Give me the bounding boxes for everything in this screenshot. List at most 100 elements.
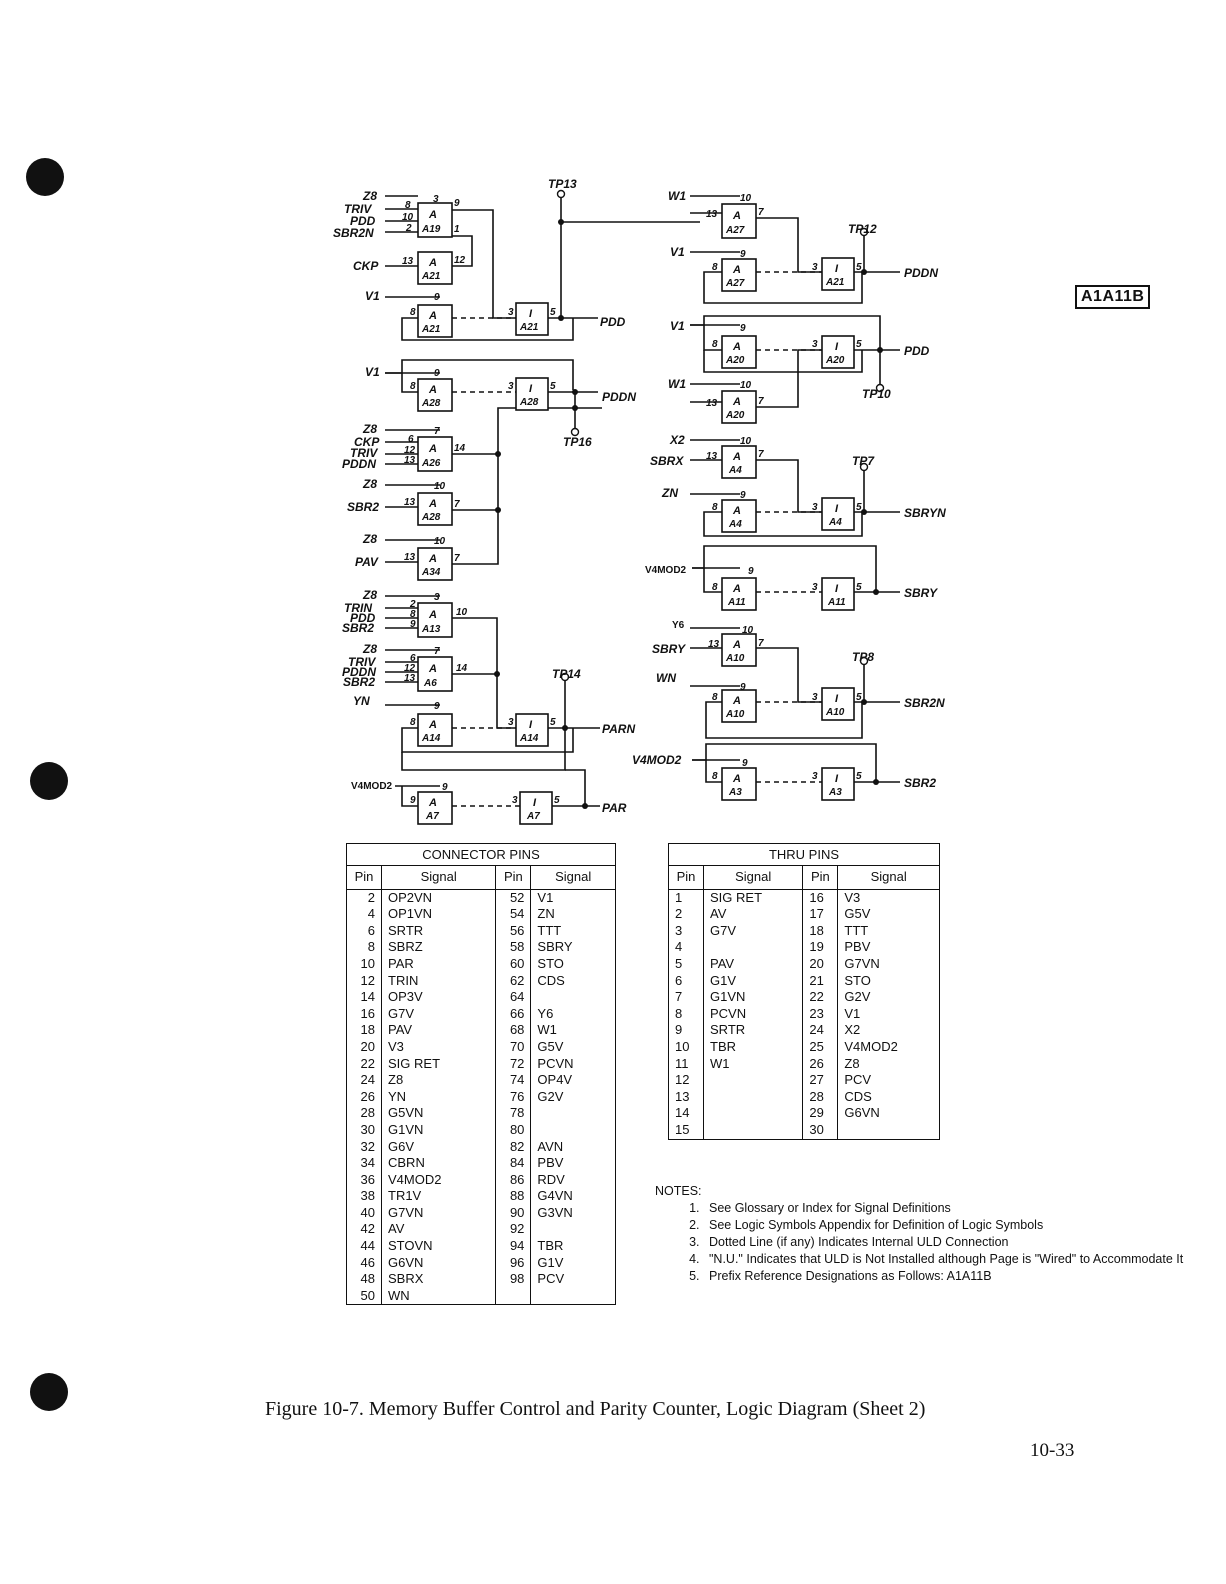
signal-cell: G6VN	[837, 1105, 940, 1122]
pin-cell: 44	[346, 1238, 382, 1255]
signal-label: SBR2	[343, 675, 375, 689]
test-point-label: TP12	[848, 222, 877, 236]
page-number: 10-33	[1030, 1440, 1075, 1461]
pin-cell: 5	[668, 955, 704, 973]
svg-text:A21: A21	[519, 322, 539, 333]
svg-text:A4: A4	[728, 465, 742, 476]
svg-text:5: 5	[554, 795, 560, 806]
pin-cell: 18	[346, 1022, 382, 1039]
svg-text:I: I	[835, 263, 839, 275]
svg-text:A: A	[732, 695, 741, 707]
signal-cell: G4VN	[530, 1188, 616, 1205]
pin-cell: 36	[346, 1171, 382, 1189]
svg-text:I: I	[835, 773, 839, 785]
svg-text:10: 10	[456, 607, 468, 618]
signal-label: V1	[670, 245, 685, 259]
pin-cell: 1	[668, 889, 704, 907]
signal-label: V1	[670, 319, 685, 333]
svg-text:13: 13	[404, 673, 416, 684]
pin-cell: 40	[346, 1204, 382, 1222]
table-title: CONNECTOR PINS	[346, 843, 616, 865]
svg-text:A20: A20	[725, 410, 745, 421]
svg-text:12: 12	[454, 255, 466, 266]
svg-text:A28: A28	[519, 397, 539, 408]
pin-cell: 26	[346, 1088, 382, 1106]
pin-cell: 25	[802, 1038, 839, 1056]
signal-label: ZN	[661, 486, 678, 500]
gate: IA3	[821, 767, 855, 801]
gate: IA7	[519, 791, 553, 825]
binder-hole-middle	[30, 762, 68, 800]
column-header: Pin	[495, 865, 532, 890]
svg-text:12: 12	[404, 663, 416, 674]
pin-cell: 12	[668, 1072, 704, 1089]
output-label: SBR2N	[904, 696, 945, 710]
svg-text:13: 13	[404, 455, 416, 466]
signal-label: CKP	[354, 435, 380, 449]
column-header: Signal	[380, 865, 497, 890]
svg-text:13: 13	[402, 256, 414, 267]
pin-cell: 27	[802, 1072, 839, 1089]
svg-text:8: 8	[712, 339, 718, 350]
svg-text:A: A	[732, 505, 741, 517]
signal-cell	[702, 1088, 804, 1106]
svg-text:2: 2	[405, 223, 412, 234]
pin-cell: 4	[346, 906, 382, 923]
svg-text:12: 12	[404, 445, 416, 456]
signal-cell: STO	[837, 972, 940, 990]
pin-cell: 56	[495, 922, 532, 940]
signal-cell: PBV	[837, 939, 940, 956]
pin-cell: 60	[495, 955, 532, 973]
svg-text:3: 3	[812, 502, 818, 513]
signal-label: PAV	[355, 555, 379, 569]
svg-text:5: 5	[856, 262, 862, 273]
signal-cell	[530, 989, 616, 1006]
pin-cell: 28	[346, 1105, 382, 1122]
svg-text:A14: A14	[421, 733, 441, 744]
svg-text:8: 8	[410, 717, 416, 728]
svg-text:A27: A27	[725, 278, 745, 289]
signal-cell: G2V	[530, 1088, 616, 1106]
pin-cell: 3	[668, 922, 704, 940]
svg-text:A11: A11	[727, 597, 746, 608]
svg-text:A28: A28	[421, 398, 441, 409]
svg-text:9: 9	[410, 795, 416, 806]
svg-text:13: 13	[708, 639, 720, 650]
signal-label: PDDN	[342, 457, 376, 471]
signal-label: TRIN	[344, 601, 372, 615]
signal-label: PDD	[350, 611, 376, 625]
pin-cell: 82	[495, 1138, 532, 1156]
signal-cell: G1V	[702, 972, 804, 990]
signal-cell: Z8	[837, 1055, 940, 1073]
pin-cell: 28	[802, 1088, 839, 1106]
table-title: THRU PINS	[668, 843, 940, 865]
svg-text:10: 10	[740, 193, 752, 204]
pin-cell: 23	[802, 1005, 839, 1023]
signal-label: SBRY	[652, 642, 686, 656]
pin-cell: 13	[668, 1088, 704, 1106]
signal-cell: TR1V	[380, 1188, 497, 1205]
svg-text:5: 5	[856, 502, 862, 513]
signal-label: YN	[353, 694, 370, 708]
signal-cell: SIG RET	[702, 889, 804, 907]
svg-text:3: 3	[812, 339, 818, 350]
svg-text:8: 8	[405, 200, 411, 211]
svg-text:A: A	[428, 609, 437, 621]
